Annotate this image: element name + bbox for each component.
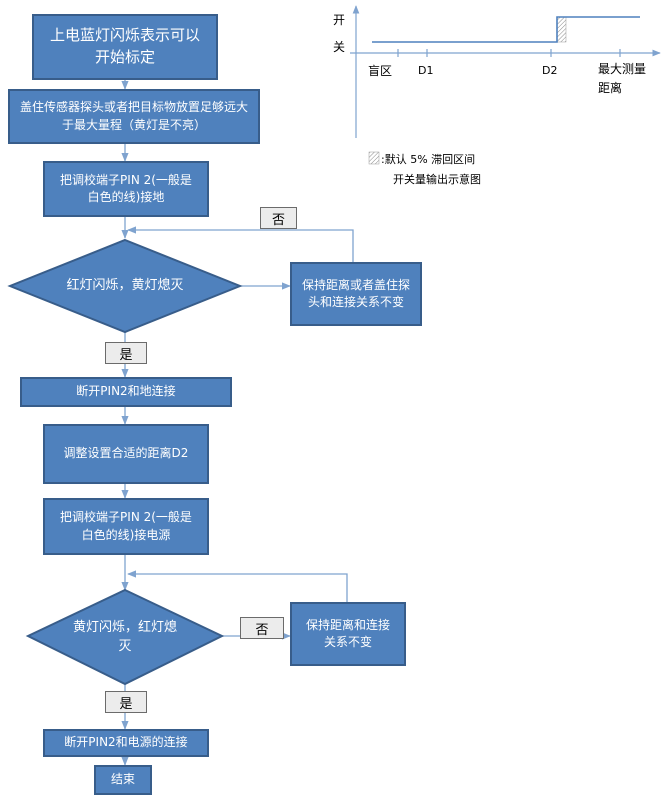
step-power-on: 上电蓝灯闪烁表示可以开始标定 bbox=[32, 14, 218, 80]
yes-label-1: 是 bbox=[105, 342, 147, 364]
step-cover-probe: 盖住传感器探头或者把目标物放置足够远大于最大量程（黄灯是不亮） bbox=[8, 89, 260, 144]
step-set-distance-d2: 调整设置合适的距离D2 bbox=[43, 424, 209, 484]
decision-2-label: 黄灯闪烁，红灯熄灭 bbox=[72, 619, 177, 655]
step-pin2-power: 把调校端子PIN 2(一般是白色的线)接电源 bbox=[43, 498, 209, 555]
yes-label-2: 是 bbox=[105, 691, 147, 713]
graph-ylabel-on: 开 bbox=[333, 13, 346, 27]
step-disconnect-power: 断开PIN2和电源的连接 bbox=[43, 729, 209, 757]
step-end: 结束 bbox=[94, 765, 152, 795]
loop-no2 bbox=[127, 570, 348, 602]
loop-no1 bbox=[127, 226, 354, 262]
no-label-1: 否 bbox=[260, 207, 297, 229]
step-disconnect-ground: 断开PIN2和地连接 bbox=[20, 377, 232, 407]
keep-distance-cover: 保持距离或者盖住探头和连接关系不变 bbox=[290, 262, 422, 326]
graph-legend-text: :默认 5% 滞回区间 bbox=[381, 153, 476, 166]
graph-xlabel-max: 最大测量距离 bbox=[598, 62, 647, 95]
graph-caption: 开关量输出示意图 bbox=[393, 173, 481, 186]
decision-2-shape bbox=[25, 588, 225, 686]
keep-distance-connection: 保持距离和连接关系不变 bbox=[290, 602, 406, 666]
graph-xlabel-d1: D1 bbox=[418, 64, 434, 77]
graph-xlabel-blind: 盲区 bbox=[368, 64, 393, 78]
decision-1-label: 红灯闪烁，黄灯熄灭 bbox=[66, 278, 184, 294]
step-pin2-ground: 把调校端子PIN 2(一般是白色的线)接地 bbox=[43, 161, 209, 217]
no-label-2: 否 bbox=[240, 617, 284, 639]
decision-1-shape bbox=[7, 238, 243, 334]
graph-ylabel-off: 关 bbox=[333, 40, 346, 54]
graph-xlabel-d2: D2 bbox=[542, 64, 558, 77]
